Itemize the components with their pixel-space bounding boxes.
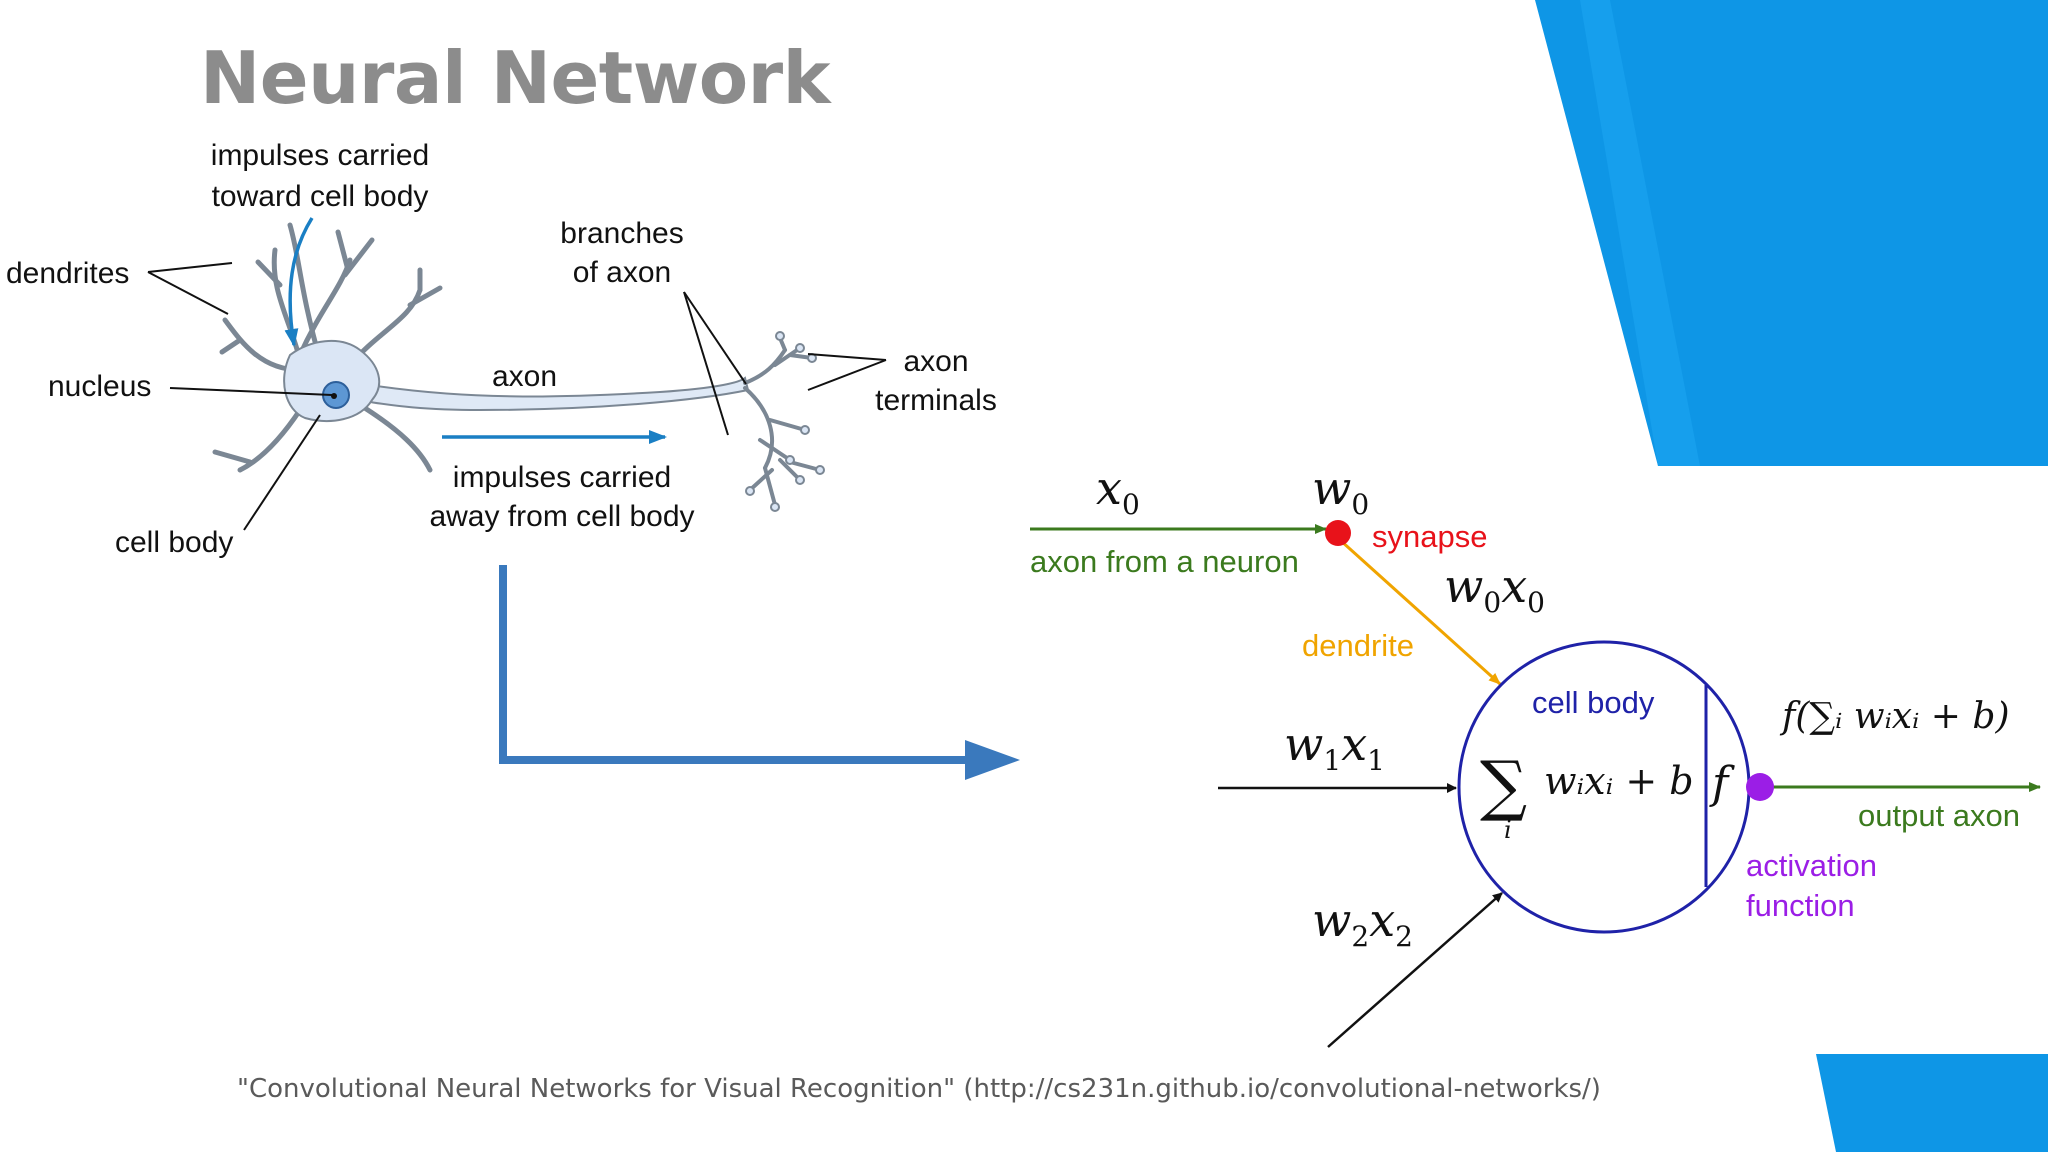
label-x0: x0 (1096, 461, 1140, 521)
label-output-axon: output axon (1858, 798, 2020, 833)
label-impulses-toward-2: toward cell body (212, 180, 429, 213)
label-dendrite: dendrite (1302, 628, 1414, 663)
label-cell-body-artificial: cell body (1532, 685, 1655, 720)
accent-shape-top (1535, 0, 2048, 466)
artificial-neuron: x0 w0 w0x0 w1x1 w2x2 synapse axon from a… (1030, 461, 2041, 1048)
source-caption: "Convolutional Neural Networks for Visua… (237, 1074, 1601, 1104)
biological-neuron: impulses carried toward cell body dendri… (6, 139, 997, 559)
label-axon-from-neuron: axon from a neuron (1030, 544, 1299, 579)
sum-symbol: ∑ (1480, 747, 1527, 824)
label-axon-terminals-1: axon (903, 345, 968, 378)
label-dendrites: dendrites (6, 257, 129, 290)
transition-arrow (499, 565, 1020, 780)
sum-index: i (1504, 816, 1512, 844)
impulse-toward-arrow (284, 217, 314, 347)
label-w2x2: w2x2 (1312, 893, 1413, 953)
output-formula: f(∑ᵢ wᵢxᵢ + b) (1779, 696, 2010, 737)
activation-f-symbol: f (1709, 758, 1735, 809)
label-cell-body: cell body (115, 526, 233, 559)
label-synapse: synapse (1372, 519, 1487, 554)
slide-title: Neural Network (200, 36, 831, 120)
label-axon-terminals-2: terminals (875, 384, 997, 417)
label-activation-2: function (1746, 888, 1855, 923)
label-nucleus: nucleus (48, 370, 151, 403)
label-branches-1: branches (560, 217, 683, 250)
label-impulses-away-2: away from cell body (429, 500, 694, 533)
accent-shape-bottom (1816, 1054, 2048, 1152)
label-w0: w0 (1312, 461, 1369, 521)
label-branches-2: of axon (573, 256, 671, 289)
label-w0x0: w0x0 (1444, 559, 1545, 619)
label-axon: axon (492, 360, 557, 393)
label-activation-1: activation (1746, 848, 1877, 883)
label-w1x1: w1x1 (1284, 717, 1385, 777)
soma-shape (283, 339, 381, 422)
axon-shape (369, 376, 750, 412)
sum-expression: wᵢxᵢ + b (1544, 759, 1694, 803)
label-impulses-away-1: impulses carried (453, 461, 671, 494)
activation-dot (1746, 773, 1774, 801)
label-impulses-toward-1: impulses carried (211, 139, 429, 172)
synapse-dot (1325, 520, 1351, 546)
